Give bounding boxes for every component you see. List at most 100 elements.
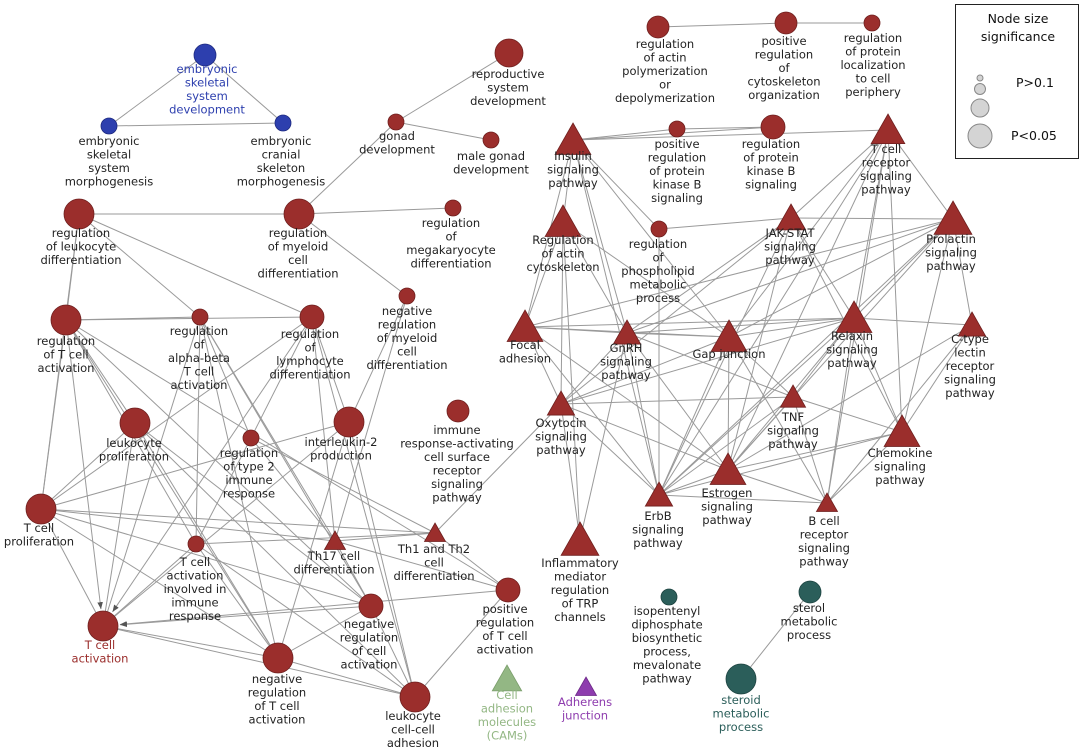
node-ctype[interactable] <box>957 311 987 337</box>
edge-insulin-gap <box>572 139 730 338</box>
node-label-line: regulation <box>378 318 436 332</box>
node-oxytocin[interactable] <box>546 390 576 416</box>
edge-tnf-estrogen <box>727 396 794 471</box>
node-imm_resp[interactable] <box>446 399 470 423</box>
node-label-line: Regulation <box>532 233 593 247</box>
edge-tcr-gap <box>728 129 889 338</box>
node-th17[interactable] <box>323 530 347 550</box>
edge-tcell_prolif-tcell_act <box>40 508 104 627</box>
node-label-line: Insulin <box>554 149 592 163</box>
node-sterol[interactable] <box>798 580 822 604</box>
node-reg_lymph[interactable] <box>299 304 325 330</box>
node-adherens[interactable] <box>574 676 598 696</box>
node-male_gonad[interactable] <box>482 131 500 149</box>
node-bcell[interactable] <box>815 492 839 512</box>
node-label-line: pathway <box>432 491 482 505</box>
node-pos_tcell[interactable] <box>495 577 521 603</box>
edge-emb_morph-emb_cran <box>108 122 284 127</box>
edge-th1th2-oxytocin <box>434 403 562 534</box>
node-label-line: pathway <box>536 443 586 457</box>
node-emb_morph[interactable] <box>100 117 118 135</box>
node-relaxin[interactable] <box>835 300 873 333</box>
edge-reg_type2-th1th2 <box>250 437 436 534</box>
node-reg_type2[interactable] <box>242 429 260 447</box>
node-reg_mega[interactable] <box>444 199 462 217</box>
node-label-line: cytoskeleton <box>526 260 599 274</box>
edge-ctype-bcell <box>826 324 973 504</box>
node-label-line: JAK-STAT <box>765 226 816 240</box>
node-prolactin[interactable] <box>933 200 973 235</box>
edge-gonad-reg_myeloid <box>298 121 397 215</box>
node-label-line: regulation <box>755 48 813 62</box>
node-label-line: signaling <box>826 343 878 357</box>
node-reg_act[interactable] <box>646 15 670 39</box>
node-th1th2[interactable] <box>423 522 447 542</box>
node-tcell_prolif[interactable] <box>25 493 57 525</box>
edge-focal-estrogen <box>524 326 729 471</box>
node-reg_actin_cyto[interactable] <box>544 204 582 237</box>
node-cams[interactable] <box>491 664 523 692</box>
node-tcr[interactable] <box>870 113 906 145</box>
node-reg_tcell_act[interactable] <box>50 304 82 336</box>
node-focal[interactable] <box>506 309 544 342</box>
node-gap[interactable] <box>710 319 748 352</box>
edge-tcell_prolif-neg_tcell <box>40 508 279 659</box>
edge-gnrh-tnf <box>626 332 794 398</box>
node-tcell_inv[interactable] <box>187 535 205 553</box>
edge-reg_tcell_act-reg_ab <box>65 316 201 321</box>
node-label-line: pathway <box>765 253 815 267</box>
node-label-line: regulation <box>269 226 327 240</box>
edge-il2-tcell_prolif <box>40 421 350 510</box>
edge-oxytocin-estrogen <box>560 403 729 471</box>
node-isopent[interactable] <box>660 588 678 606</box>
edge-il2-neg_tcell <box>277 421 350 659</box>
node-reg_ab[interactable] <box>191 308 209 326</box>
node-leuk_adh[interactable] <box>399 681 431 713</box>
node-estrogen[interactable] <box>709 452 747 485</box>
node-neg_tcell[interactable] <box>262 642 294 674</box>
node-il2[interactable] <box>333 406 365 438</box>
node-label-line: signaling <box>745 178 797 192</box>
node-pos_pkb[interactable] <box>668 120 686 138</box>
legend-label-large: P<0.05 <box>1011 128 1057 143</box>
node-tcell_act[interactable] <box>87 610 119 642</box>
node-neg_myeloid[interactable] <box>398 287 416 305</box>
node-label-line: depolymerization <box>615 91 715 105</box>
node-reg_prot_loc[interactable] <box>863 14 881 32</box>
node-leuk_prolif[interactable] <box>119 407 151 439</box>
node-inflam[interactable] <box>560 521 600 556</box>
node-emb_cran[interactable] <box>274 114 292 132</box>
node-label-line: regulation <box>37 334 95 348</box>
node-label-line: regulation <box>340 631 398 645</box>
node-neg_cell_act[interactable] <box>358 593 384 619</box>
node-insulin[interactable] <box>554 122 592 155</box>
edge-insulin-gnrh <box>572 139 628 334</box>
node-label-line: proliferation <box>4 535 74 549</box>
node-tnf[interactable] <box>779 384 807 408</box>
node-gonad[interactable] <box>387 113 405 131</box>
node-erbb[interactable] <box>644 481 674 507</box>
node-emb_dev[interactable] <box>193 43 217 67</box>
node-steroid[interactable] <box>725 663 757 695</box>
node-chemokine[interactable] <box>883 414 921 447</box>
node-reg_leuk_diff[interactable] <box>63 198 95 230</box>
node-reg_pkb[interactable] <box>760 114 786 140</box>
node-pos_cyto[interactable] <box>774 11 798 35</box>
node-label-line: cranial <box>262 148 301 162</box>
node-gnrh[interactable] <box>612 319 642 345</box>
node-repro[interactable] <box>494 38 524 68</box>
node-jakstat[interactable] <box>775 203 807 231</box>
edge-prolactin-gnrh <box>626 218 954 334</box>
node-label-line: differentiation <box>40 253 121 267</box>
node-label-line: process, <box>643 645 691 659</box>
node-reg_phospho[interactable] <box>650 220 668 238</box>
node-reg_myeloid[interactable] <box>283 198 315 230</box>
